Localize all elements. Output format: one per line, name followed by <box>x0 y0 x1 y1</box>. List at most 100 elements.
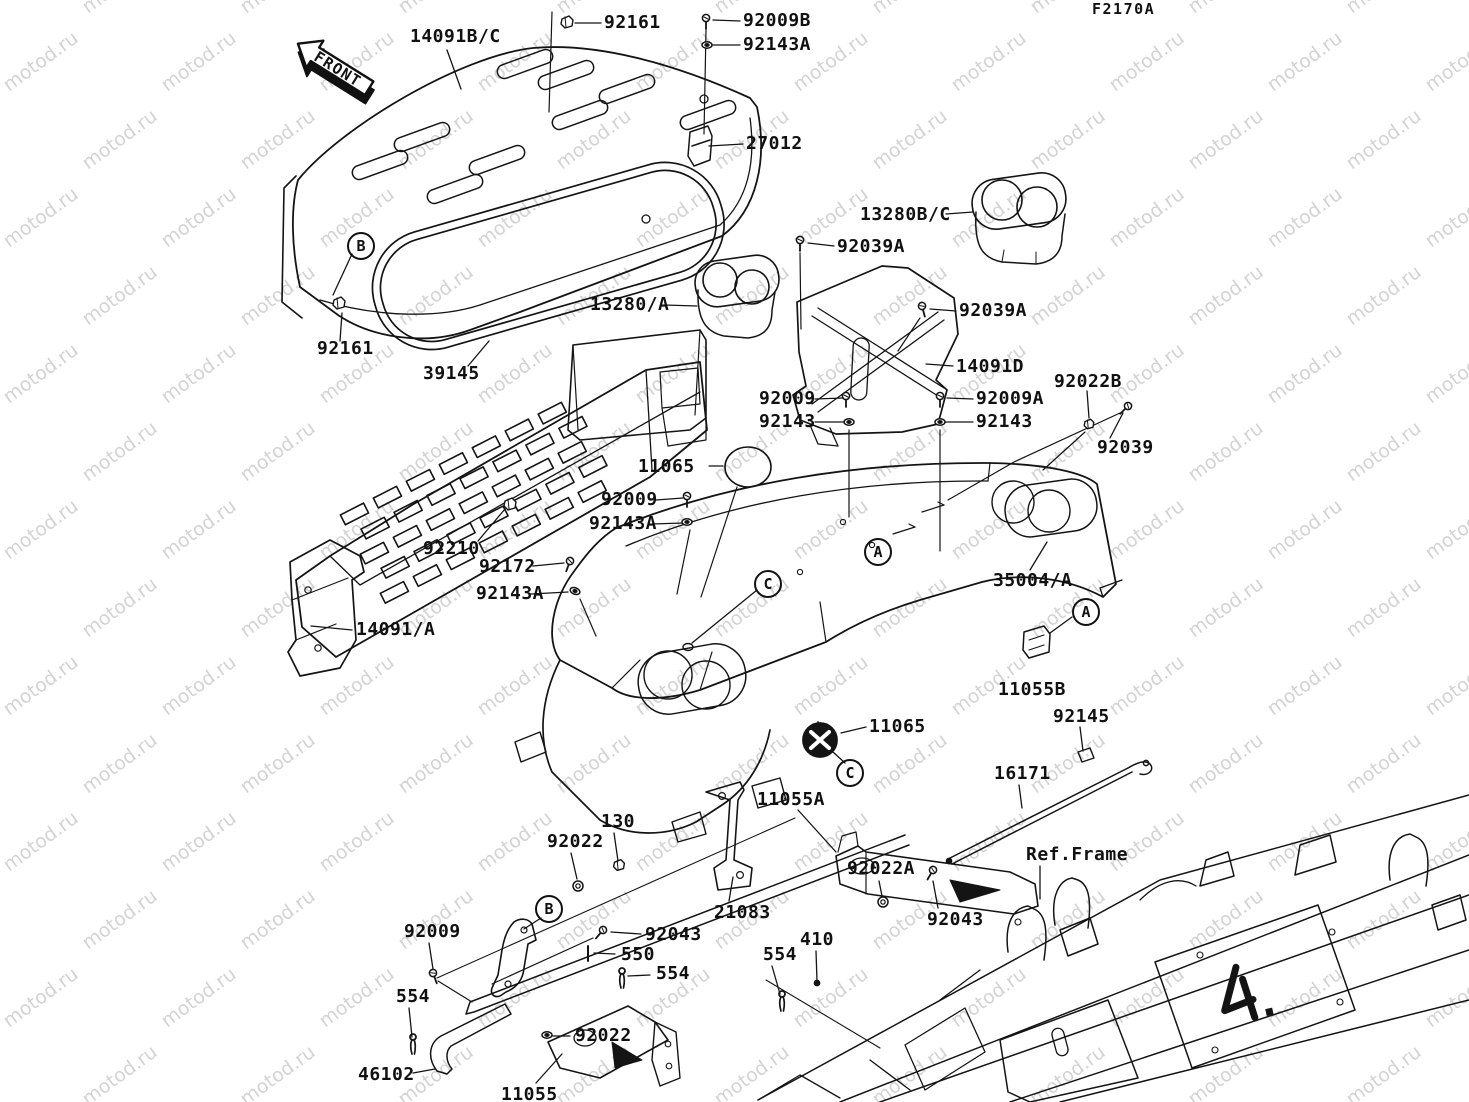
part-number-label: 92039A <box>959 300 1028 321</box>
grille-mesh-cell <box>360 542 388 564</box>
hood-seal <box>359 149 738 364</box>
watermark-text: motod.ru <box>157 27 240 96</box>
part-number-label: 92143 <box>976 411 1033 432</box>
watermark-text: motod.ru <box>868 1041 951 1102</box>
bracket-27012 <box>688 126 712 166</box>
watermark-text: motod.ru <box>236 885 319 954</box>
watermark-text: motod.ru <box>157 963 240 1032</box>
part-number-label: 92039A <box>837 236 906 257</box>
part-number-label: 92022A <box>847 858 916 879</box>
part-number-label: 16171 <box>994 763 1051 784</box>
watermark-text: motod.ru <box>868 0 951 18</box>
watermark-text: motod.ru <box>1421 339 1469 408</box>
grommet-c <box>683 644 693 651</box>
grille-mesh-cell <box>505 419 533 441</box>
grille-mesh-cell <box>459 492 487 514</box>
grille-mesh-cell <box>446 548 474 570</box>
grille-mesh-cell <box>340 503 368 525</box>
grille-mesh-cell <box>526 433 554 455</box>
watermark-text: motod.ru <box>1263 339 1346 408</box>
grille-mesh-cell <box>394 500 422 522</box>
watermark-text: motod.ru <box>947 495 1030 564</box>
watermark-text: motod.ru <box>157 339 240 408</box>
watermark-text: motod.ru <box>631 27 714 96</box>
clip-11055b <box>1023 626 1050 658</box>
watermark-text: motod.ru <box>315 651 398 720</box>
watermark-text: motod.ru <box>0 807 82 876</box>
brace-plate-14091d <box>793 266 958 446</box>
watermark-text: motod.ru <box>710 1041 793 1102</box>
clip-92210 <box>503 497 517 511</box>
screw-92172 <box>561 555 576 574</box>
watermark-text: motod.ru <box>1184 729 1267 798</box>
grille-mesh-cell <box>426 509 454 531</box>
part-number-label: 410 <box>800 929 835 950</box>
watermark-text: motod.ru <box>947 183 1030 252</box>
grille-upper-bracket <box>568 330 706 446</box>
part-number-label: 21083 <box>714 902 771 923</box>
part-number-label: 92022 <box>575 1025 632 1046</box>
watermark-text: motod.ru <box>394 261 477 330</box>
watermark-text: motod.ru <box>1421 183 1469 252</box>
watermark-text: motod.ru <box>78 261 161 330</box>
emblem-badge-11065 <box>803 722 837 757</box>
watermark-text: motod.ru <box>0 495 82 564</box>
part-number-label: 554 <box>656 963 691 984</box>
watermark-text: motod.ru <box>1026 261 1109 330</box>
grille-mesh-cell <box>447 523 475 545</box>
watermark-text: motod.ru <box>789 651 872 720</box>
part-number-label: 550 <box>621 944 656 965</box>
callout-circle-b: B <box>535 895 563 923</box>
washer-92143a-3 <box>568 585 582 597</box>
watermark-text: motod.ru <box>1342 0 1425 18</box>
watermark-text: motod.ru <box>236 729 319 798</box>
watermark-text: motod.ru <box>236 0 319 18</box>
hood-vent-slots <box>350 48 737 206</box>
watermark-text: motod.ru <box>236 1041 319 1102</box>
part-number-label: 554 <box>396 986 431 1007</box>
grille-mesh-cell <box>545 498 573 520</box>
watermark-text: motod.ru <box>1342 105 1425 174</box>
watermark-text: motod.ru <box>473 183 556 252</box>
cotter-pin-554-l <box>409 1033 417 1055</box>
watermark-text: motod.ru <box>1263 495 1346 564</box>
watermark-text: motod.ru <box>1263 183 1346 252</box>
watermark-text: motod.ru <box>631 183 714 252</box>
grille-mesh-cell <box>406 470 434 492</box>
part-number-label: 92161 <box>317 338 374 359</box>
part-number-label: 11055 <box>501 1084 558 1102</box>
part-number-label: 92022B <box>1054 371 1123 392</box>
watermark-text: motod.ru <box>789 963 872 1032</box>
grille-mesh-cell <box>472 436 500 458</box>
grille-mesh-cell <box>460 467 488 489</box>
part-number-label: 92161 <box>604 12 661 33</box>
watermark-text: motod.ru <box>1421 651 1469 720</box>
grille-mesh-cell <box>479 531 507 553</box>
bracket-plate-11055a <box>836 832 1038 914</box>
support-bar <box>437 818 909 1014</box>
rod-clamp-92145 <box>1078 748 1094 762</box>
part-number-label: 11055B <box>998 679 1067 700</box>
watermark-text: motod.ru <box>1026 105 1109 174</box>
grille-mesh-cell <box>559 416 587 438</box>
clip-92161-left <box>332 296 346 310</box>
watermark-text: motod.ru <box>1263 27 1346 96</box>
watermark-text: motod.ru <box>1263 651 1346 720</box>
washer-92022-b <box>541 1030 553 1040</box>
leader-lines <box>311 20 1123 1083</box>
watermark-text: motod.ru <box>315 807 398 876</box>
grille-mesh-cell <box>361 517 389 539</box>
grille-mesh-cell <box>546 472 574 494</box>
bracket-plate-11055 <box>548 1006 680 1086</box>
construction-lines <box>438 30 1120 1002</box>
screw-92043-r <box>923 864 939 883</box>
watermark-text: motod.ru <box>1184 0 1267 18</box>
part-number-label: 92143 <box>759 411 816 432</box>
watermark-text: motod.ru <box>473 339 556 408</box>
point-410 <box>815 981 820 986</box>
grille-mesh-cell <box>380 582 408 604</box>
watermark-text: motod.ru <box>78 417 161 486</box>
watermark-text: motod.ru <box>1342 573 1425 642</box>
part-number-label: 35004/A <box>993 570 1073 591</box>
